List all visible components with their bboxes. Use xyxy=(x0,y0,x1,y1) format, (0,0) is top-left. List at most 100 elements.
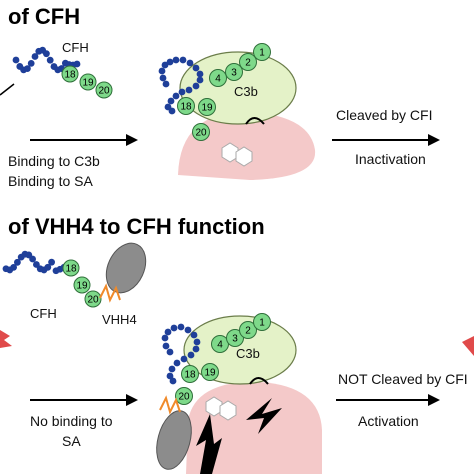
arrow-head-icon xyxy=(428,134,440,146)
cfh-domain-label: 4 xyxy=(215,74,221,85)
cfh-ccp-bead xyxy=(180,355,188,363)
cfh-bead-chain xyxy=(2,250,68,275)
cfh-domain-label: 18 xyxy=(180,102,192,113)
cfh-domain-label: 18 xyxy=(184,370,196,381)
panel-b-arrow-not-cleave: NOT Cleaved by CFI Activation xyxy=(336,336,474,429)
cfh-label: CFH xyxy=(30,306,57,321)
vhh4-nanobody xyxy=(156,410,192,470)
sialic-acid-icon xyxy=(221,142,253,167)
cfh-ccp-bead xyxy=(162,80,170,88)
arrow2-bottom-label: Activation xyxy=(358,413,419,429)
cfh-domain-19 xyxy=(73,276,91,294)
cfh-domain-1 xyxy=(253,313,271,331)
arrow2-top-label: NOT Cleaved by CFI xyxy=(338,371,468,387)
cfh-ccp-bead xyxy=(186,59,194,67)
cfh-domain-label: 3 xyxy=(231,68,237,79)
cfh-ccp-bead xyxy=(196,76,204,84)
cfh-ccp-bead xyxy=(44,263,52,271)
cfh-domain-20 xyxy=(175,387,193,405)
vhh4-linker xyxy=(159,395,181,415)
cfh-domain-18 xyxy=(177,97,195,115)
cfh-domain-label: 19 xyxy=(204,368,216,379)
thioester-link xyxy=(245,117,265,125)
cfh-domain-19 xyxy=(79,73,97,91)
cfh-ccp-bead xyxy=(170,324,178,332)
arrow2-bottom-label: Inactivation xyxy=(355,151,426,167)
cfh-domain-label: 1 xyxy=(259,318,265,329)
cfh-ccp-bead xyxy=(173,359,181,367)
cfh-domain-label: 19 xyxy=(76,281,88,292)
cfh-ccp-bead xyxy=(161,334,169,342)
cfh-domain-18 xyxy=(61,65,79,83)
cfh-domain-1 xyxy=(253,43,271,61)
arrow-label-line1: No binding to xyxy=(30,413,113,429)
cfh-ccp-bead xyxy=(196,70,204,78)
panel-a-arrow-cleave: Cleaved by CFI Inactivation xyxy=(332,107,440,167)
cfh-domain-label: 19 xyxy=(201,103,213,114)
cfh-ccp-bead xyxy=(27,59,35,67)
cfh-domain-label: 20 xyxy=(87,295,99,306)
cfh-domain-label: 4 xyxy=(217,340,223,351)
cfh-ccp-bead xyxy=(162,342,170,350)
cfh-domains: 18 19 20 xyxy=(62,259,102,308)
cfh-ccp-bead xyxy=(29,255,36,263)
cfh-domain-label: 18 xyxy=(65,264,77,275)
cfh-domain-label: 18 xyxy=(64,70,76,81)
cfh-ccp-bead xyxy=(192,82,200,90)
burst-icon xyxy=(0,330,12,348)
cfh-ccp-bead xyxy=(184,326,192,334)
cfh-ccp-bead xyxy=(166,58,174,66)
cfh-ccp-bead xyxy=(192,64,200,72)
c3b-label: C3b xyxy=(236,346,260,361)
cfh-ccp-bead xyxy=(179,56,187,64)
arrow-label-line2: SA xyxy=(62,433,81,449)
cfh-ccp-bead xyxy=(169,377,177,385)
panel-b-title: of VHH4 to CFH function xyxy=(8,214,265,239)
cfh-ccp-bead xyxy=(187,351,195,359)
cfh-ccp-bead xyxy=(192,345,200,353)
cfh-ccp-bead xyxy=(185,86,193,94)
cfh-domain-20 xyxy=(84,290,102,308)
cfh-ccp-bead xyxy=(172,92,180,100)
thioester-link xyxy=(249,377,269,385)
arrow-head-icon xyxy=(126,394,138,406)
cfh-bead-chain-bound xyxy=(158,56,204,115)
cfh-ccp-bead xyxy=(166,348,174,356)
cfh-domain-label: 1 xyxy=(259,48,265,59)
cfh-ccp-bead xyxy=(46,56,54,64)
cfh-ccp-bead xyxy=(177,323,185,331)
cfh-domains: 18 19 20 xyxy=(61,65,113,99)
cfh-domain-label: 20 xyxy=(178,392,190,403)
cfh-domain-3 xyxy=(226,329,244,347)
cfh-domain-19 xyxy=(201,363,219,381)
lightning-icon xyxy=(246,398,282,434)
cfh-domain-label: 20 xyxy=(98,86,110,97)
cfh-ccp-bead xyxy=(161,61,169,69)
cfh-domain-19 xyxy=(198,98,216,116)
cfh-ccp-bead xyxy=(164,328,172,336)
panel-b-arrow: No binding to SA xyxy=(30,394,138,449)
cfh-ccp-bead xyxy=(10,264,17,271)
cfh-ccp-bead xyxy=(193,338,201,346)
cfh-ccp-bead xyxy=(172,56,180,64)
cfh-bead-chain-bound xyxy=(161,323,201,385)
cfh-ccp-bead xyxy=(158,67,166,75)
arrow2-top-label: Cleaved by CFI xyxy=(336,107,432,123)
burst-icon xyxy=(462,336,474,356)
cfh-ccp-bead xyxy=(159,74,167,82)
cfh-domain-label: 2 xyxy=(245,58,251,69)
cfh-domain-2 xyxy=(239,321,257,339)
panel-a-title: of CFH xyxy=(8,4,80,29)
cfh-domain-label: 2 xyxy=(245,326,251,337)
cfh-ccp-bead xyxy=(14,258,21,266)
cfh-domain-label: 20 xyxy=(195,128,207,139)
cfh-domain-label: 19 xyxy=(82,78,94,89)
arrow-head-icon xyxy=(126,134,138,146)
cfh-ccp-bead xyxy=(166,372,174,380)
